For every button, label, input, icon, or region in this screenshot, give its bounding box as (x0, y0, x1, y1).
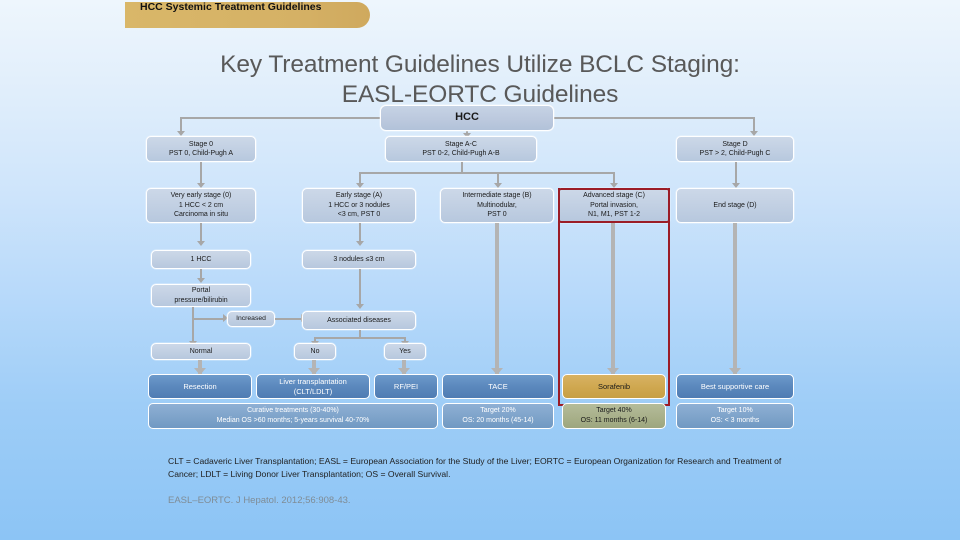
arrow-end-stage (732, 183, 740, 188)
connector-staged-down (735, 162, 737, 186)
treatment-liver-transplantation: Liver transplantation (CLT/LDLT) (256, 374, 370, 399)
connector-early-down (359, 223, 361, 244)
connector-advanced-drop (613, 172, 615, 186)
node-3-nodules: 3 nodules ≤3 cm (302, 250, 416, 269)
connector-assoc-bar (314, 337, 405, 339)
connector-3nodules-down (359, 269, 361, 307)
connector-advanced-to-sorafenib (611, 223, 615, 374)
connector-right-drop (753, 117, 755, 134)
arrow-center-stage (463, 133, 471, 138)
outcome-tace: Target 20% OS: 20 months (45-14) (442, 403, 554, 429)
arrow-portal-pressure (197, 278, 205, 283)
connector-ac-stem (461, 162, 463, 172)
node-hcc-root: HCC (380, 105, 554, 131)
arrow-transplant (308, 368, 320, 375)
treatment-best-supportive-care: Best supportive care (676, 374, 794, 399)
connector-yes-to-rfpei (402, 360, 406, 374)
arrow-intermediate-stage (494, 183, 502, 188)
header-banner-shape (125, 2, 370, 28)
node-associated-diseases: Associated diseases (302, 311, 416, 330)
connector-assoc-stem (359, 330, 361, 338)
node-increased: Increased (227, 311, 275, 327)
node-end-stage: End stage (D) (676, 188, 794, 223)
citation-reference: EASL–EORTC. J Hepatol. 2012;56:908-43. (168, 495, 351, 506)
arrow-sorafenib (607, 368, 619, 375)
arrow-associated-diseases (356, 304, 364, 309)
node-advanced-stage: Advanced stage (C) Portal invasion, N1, … (558, 188, 670, 223)
treatment-sorafenib: Sorafenib (562, 374, 666, 399)
treatment-resection: Resection (148, 374, 252, 399)
connector-portal-down (192, 307, 194, 344)
connector-left-drop (180, 117, 182, 134)
arrow-tace (491, 368, 503, 375)
node-1-hcc: 1 HCC (151, 250, 251, 269)
connector-normal-to-resection (198, 360, 202, 374)
node-stage-0: Stage 0 PST 0, Child-Pugh A (146, 136, 256, 162)
node-very-early-stage: Very early stage (0) 1 HCC < 2 cm Carcin… (146, 188, 256, 223)
arrow-resection (194, 368, 206, 375)
page-title: Key Treatment Guidelines Utilize BCLC St… (120, 50, 840, 110)
connector-portal-to-increased (192, 318, 224, 320)
arrow-right-stage (750, 131, 758, 136)
node-intermediate-stage: Intermediate stage (B) Multinodular, PST… (440, 188, 554, 223)
arrow-very-early (197, 183, 205, 188)
node-no: No (294, 343, 336, 360)
node-early-stage: Early stage (A) 1 HCC or 3 nodules <3 cm… (302, 188, 416, 223)
node-stage-d: Stage D PST > 2, Child-Pugh C (676, 136, 794, 162)
footnote-abbreviations: CLT = Cadaveric Liver Transplantation; E… (168, 456, 782, 479)
page-title-line2: EASL-EORTC Guidelines (341, 81, 619, 108)
connector-stage0-down (200, 162, 202, 186)
connector-hcc-right-bar (466, 117, 753, 119)
node-yes: Yes (384, 343, 426, 360)
arrow-left-stage (177, 131, 185, 136)
header-banner-title: HCC Systemic Treatment Guidelines (140, 1, 322, 13)
arrow-1hcc (197, 241, 205, 246)
treatment-tace: TACE (442, 374, 554, 399)
arrow-increased (223, 314, 228, 322)
node-normal: Normal (151, 343, 251, 360)
connector-ac-bar-right (461, 172, 614, 174)
connector-intermediate-drop (497, 172, 499, 186)
connector-no-drop (314, 337, 316, 344)
connector-ac-bar-left (359, 172, 462, 174)
arrow-early-stage (356, 183, 364, 188)
outcome-best-supportive-care: Target 10% OS: < 3 months (676, 403, 794, 429)
node-portal-pressure: Portal pressure/bilirubin (151, 284, 251, 307)
connector-intermediate-to-tace (495, 223, 499, 374)
arrow-3nodules (356, 241, 364, 246)
connector-1hcc-down (200, 269, 202, 281)
arrow-best-supportive-care (729, 368, 741, 375)
connector-no-to-transplant (312, 360, 316, 374)
connector-veryearly-down (200, 223, 202, 244)
page-title-line1: Key Treatment Guidelines Utilize BCLC St… (220, 51, 740, 78)
arrow-advanced-stage (610, 183, 618, 188)
node-stage-a-c: Stage A-C PST 0-2, Child-Pugh A-B (385, 136, 537, 162)
connector-yes-drop (404, 337, 406, 344)
outcome-curative-treatments: Curative treatments (30-40%) Median OS >… (148, 403, 438, 429)
outcome-sorafenib: Target 40% OS: 11 months (6-14) (562, 403, 666, 429)
treatment-rf-pei: RF/PEI (374, 374, 438, 399)
connector-endstage-to-bsc (733, 223, 737, 374)
connector-hcc-left-bar (180, 117, 467, 119)
connector-increased-to-assoc (275, 318, 303, 320)
connector-early-drop (359, 172, 361, 186)
arrow-rfpei (398, 368, 410, 375)
